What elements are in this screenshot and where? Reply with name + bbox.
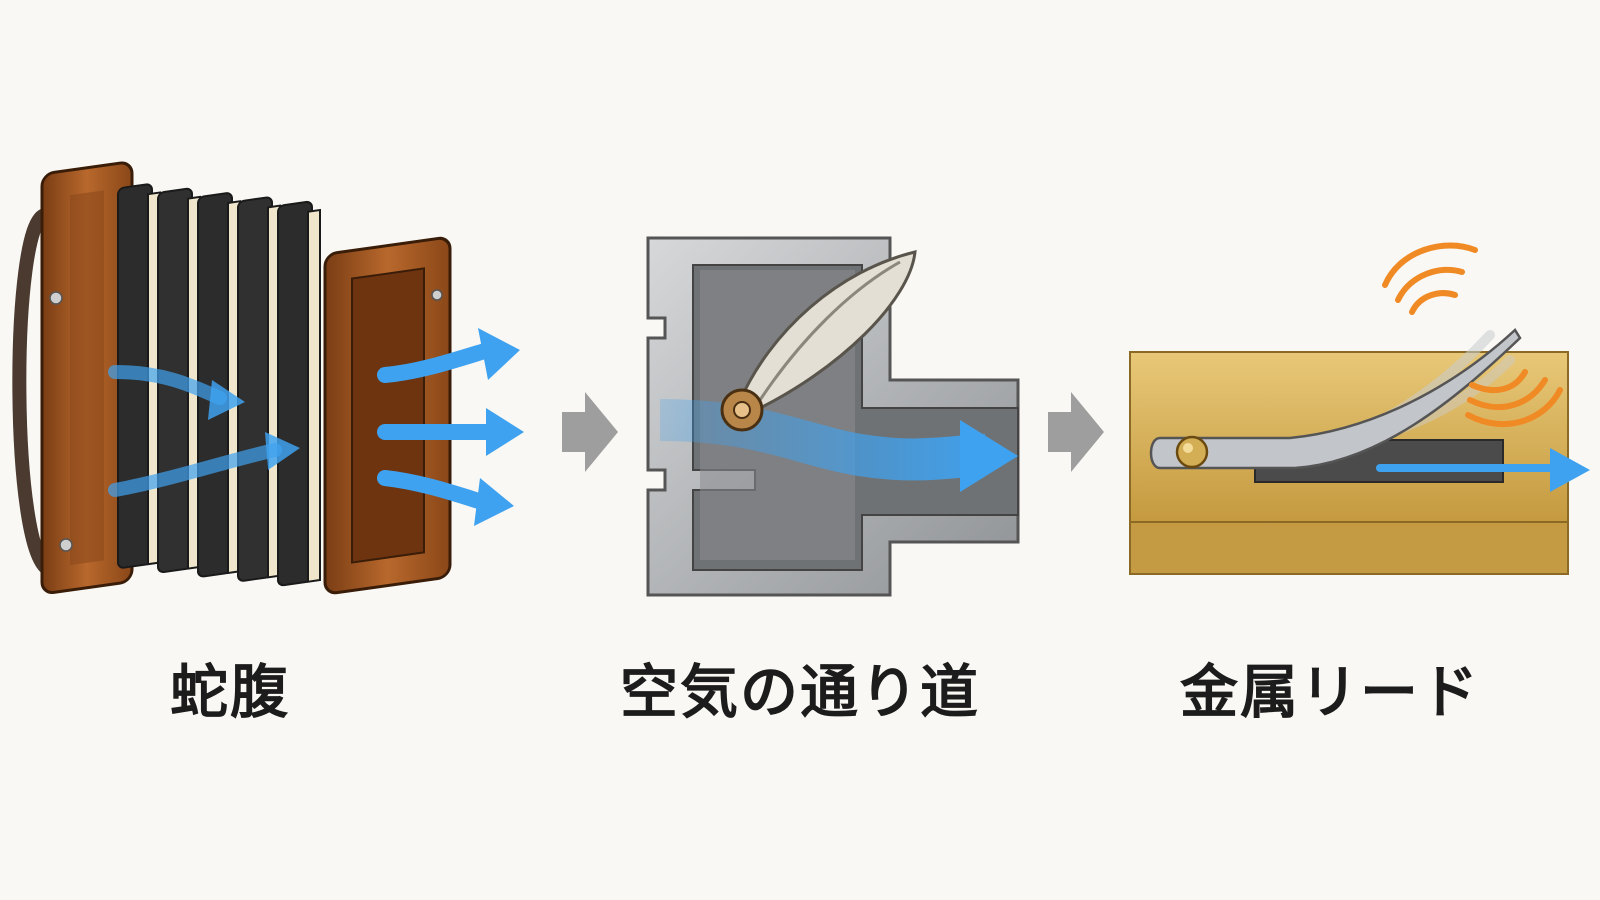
bellows-icon	[12, 161, 524, 595]
process-arrow-icon	[562, 392, 618, 472]
vibration-waves-icon	[1382, 242, 1563, 427]
step-label-air-passage: 空気の通り道	[619, 658, 980, 726]
metal-reed-icon	[1129, 328, 1590, 575]
valve-channel-icon	[646, 236, 1020, 597]
process-arrow-icon	[1048, 392, 1104, 472]
step-label-bellows: 蛇腹	[169, 658, 290, 726]
step-label-metal-reed: 金属リード	[1179, 658, 1480, 726]
